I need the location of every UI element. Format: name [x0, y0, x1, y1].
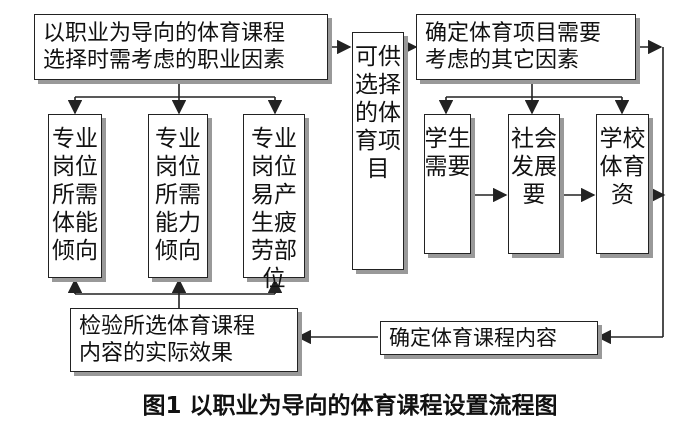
fatigue-line: 专业 [251, 126, 297, 152]
school-line: 学校 [599, 126, 646, 152]
other-factors-line: 确定体育项目需要 [425, 21, 602, 46]
fatigue-line: 劳部 [251, 238, 297, 264]
fatigue-line: 易产 [251, 182, 297, 208]
students-box: 学生需要 [424, 114, 471, 254]
students-line: 学生 [424, 126, 471, 152]
ability-line: 能力 [155, 210, 201, 236]
posture-line: 倾向 [52, 238, 98, 264]
posture-line: 岗位 [52, 154, 98, 180]
ability-line: 专业 [155, 126, 201, 152]
society-text: 社会发展要 [511, 125, 557, 209]
figure-caption: 图1 以职业为导向的体育课程设置流程图 [142, 393, 558, 419]
options-line: 育项 [355, 128, 401, 154]
verify-line: 内容的实际效果 [79, 341, 234, 366]
options-line: 的体 [355, 100, 401, 126]
society-line: 要 [522, 182, 546, 208]
school-line: 体育 [599, 154, 646, 180]
career-factors-box: 以职业为导向的体育课程 选择时需考虑的职业因素 [34, 14, 328, 80]
verify-box: 检验所选体育课程 内容的实际效果 [70, 308, 298, 372]
posture-line: 所需 [52, 182, 98, 208]
career-factors-line: 以职业为导向的体育课程 [43, 21, 286, 46]
ability-text: 专业岗位所需能力倾向 [155, 125, 201, 265]
options-line: 可供 [355, 44, 401, 70]
posture-text: 专业岗位所需体能倾向 [52, 125, 98, 265]
posture-line: 专业 [52, 126, 98, 152]
posture-box: 专业岗位所需体能倾向 [48, 114, 102, 278]
fatigue-text: 专业岗位易产生疲劳部位 [251, 125, 297, 293]
content-label: 确定体育课程内容 [389, 325, 557, 350]
ability-box: 专业岗位所需能力倾向 [148, 114, 208, 278]
school-box: 学校体育资 [596, 114, 649, 254]
posture-line: 体能 [52, 210, 98, 236]
fatigue-line: 生疲 [251, 210, 297, 236]
school-text: 学校体育资 [600, 125, 646, 209]
society-line: 社会 [511, 126, 557, 152]
ability-line: 所需 [155, 182, 201, 208]
verify-line: 检验所选体育课程 [79, 314, 256, 339]
options-box: 可供选择的体育项目 [352, 32, 404, 270]
other-factors-box: 确定体育项目需要 考虑的其它因素 [416, 14, 636, 80]
options-text: 可供选择的体育项目 [355, 43, 401, 183]
students-line: 需要 [424, 154, 471, 180]
options-line: 目 [366, 156, 390, 182]
society-box: 社会发展要 [508, 114, 560, 254]
ability-line: 倾向 [155, 238, 201, 264]
career-factors-line: 选择时需考虑的职业因素 [43, 48, 286, 73]
school-line: 资 [611, 182, 634, 208]
other-factors-line: 考虑的其它因素 [425, 48, 580, 73]
students-text: 学生需要 [425, 125, 471, 181]
content-box: 确定体育课程内容 [380, 321, 598, 355]
fatigue-line: 位 [262, 266, 286, 292]
options-line: 选择 [355, 72, 401, 98]
society-line: 发展 [511, 154, 557, 180]
ability-line: 岗位 [155, 154, 201, 180]
fatigue-box: 专业岗位易产生疲劳部位 [243, 114, 305, 292]
fatigue-line: 岗位 [251, 154, 297, 180]
